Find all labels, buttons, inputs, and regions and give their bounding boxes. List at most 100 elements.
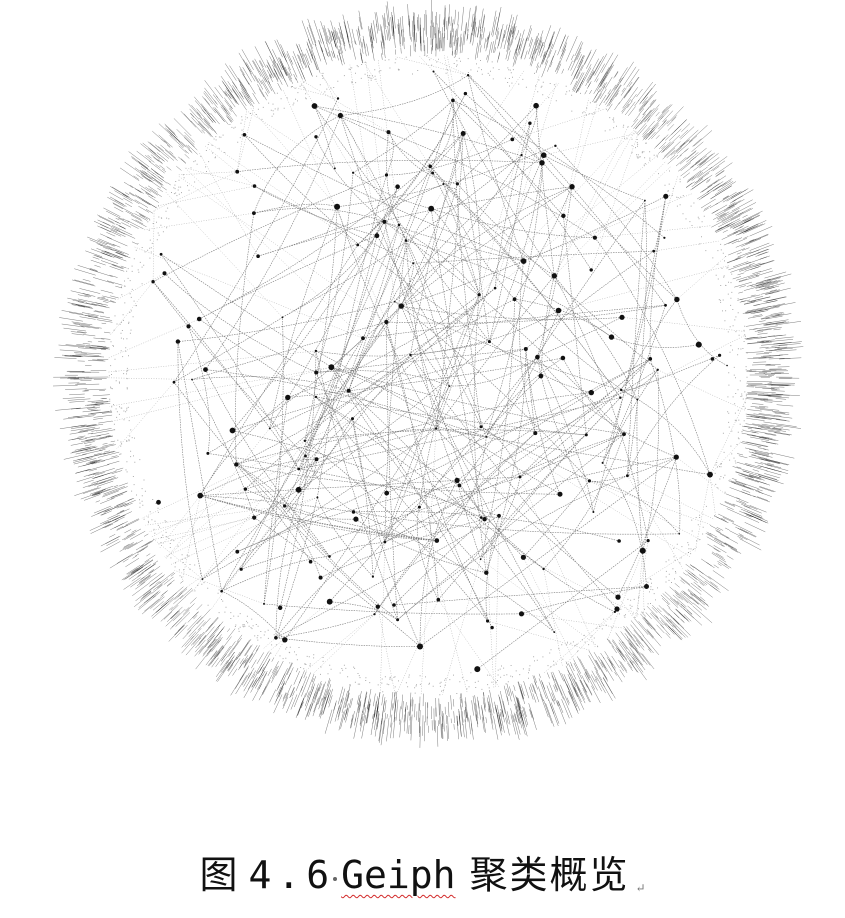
figure-term: Geiph [341, 853, 456, 897]
graph-node [172, 380, 176, 384]
graph-node [156, 499, 161, 505]
graph-node [417, 643, 423, 650]
graph-node [644, 584, 649, 589]
graph-node [374, 233, 380, 239]
graph-node [356, 243, 360, 247]
graph-node [486, 619, 490, 623]
graph-node [352, 171, 355, 174]
graph-node [318, 575, 323, 580]
graph-node [268, 427, 271, 430]
graph-node [479, 558, 482, 561]
graph-node [337, 112, 343, 119]
graph-node [371, 575, 374, 578]
graph-node [151, 280, 155, 284]
graph-node [396, 618, 400, 622]
graph-node [239, 567, 243, 571]
graph-nodes [151, 70, 728, 673]
graph-node [592, 235, 598, 240]
graph-node [718, 353, 722, 357]
graph-node [196, 316, 202, 322]
graph-node [285, 394, 291, 401]
graph-node [351, 417, 354, 421]
graph-node [678, 533, 681, 535]
graph-node [533, 102, 539, 109]
graph-node [614, 606, 620, 612]
graph-node [432, 70, 435, 73]
graph-node [252, 211, 256, 216]
graph-node [304, 454, 307, 458]
graph-node [314, 135, 318, 139]
graph-node [523, 347, 528, 351]
graph-node [428, 205, 435, 212]
graph-node [520, 554, 527, 560]
graph-node [493, 286, 497, 290]
cluster-graph-figure [52, 0, 804, 748]
graph-node [463, 91, 468, 96]
graph-node [569, 184, 575, 190]
graph-node [351, 510, 356, 514]
graph-node [479, 425, 483, 429]
graph-node [361, 336, 365, 341]
graph-node [540, 152, 547, 158]
graph-node [646, 539, 650, 543]
graph-node [428, 164, 433, 169]
graph-node [535, 354, 540, 360]
graph-node [404, 239, 408, 242]
graph-node [510, 137, 515, 142]
graph-node [383, 540, 387, 544]
graph-node [528, 121, 532, 125]
graph-node [328, 364, 335, 371]
graph-node [333, 167, 336, 170]
graph-node [434, 427, 438, 430]
graph-node [587, 479, 592, 483]
graph-node [392, 603, 396, 607]
graph-node [656, 368, 659, 371]
graph-node [487, 340, 491, 344]
graph-node [206, 451, 210, 455]
graph-node [252, 184, 257, 188]
graph-node [201, 578, 204, 580]
graph-node [186, 324, 191, 329]
graph-node [557, 491, 563, 497]
graph-node [485, 436, 488, 438]
graph-node [533, 431, 538, 436]
graph-node [520, 153, 523, 157]
graph-node [560, 355, 566, 361]
graph-node [353, 516, 359, 522]
rim-strokes [52, 0, 804, 748]
graph-node [295, 486, 302, 493]
graph-node [673, 454, 679, 460]
graph-node [620, 388, 623, 392]
graph-node [281, 316, 284, 319]
graph-node [384, 173, 389, 177]
graph-node [242, 133, 247, 137]
graph-node [466, 74, 470, 77]
graph-node [373, 613, 376, 616]
graph-node [235, 169, 240, 174]
graph-node [474, 666, 481, 673]
graph-node [303, 439, 306, 442]
graph-edges [107, 54, 748, 695]
graph-node [243, 487, 248, 491]
graph-node [235, 549, 240, 554]
graph-node [434, 538, 440, 543]
graph-node [297, 467, 301, 471]
figure-title: 聚类概览 [469, 853, 630, 897]
graph-node [584, 433, 588, 437]
graph-node [639, 547, 646, 554]
space-mark-icon [333, 876, 338, 881]
graph-node [664, 303, 667, 307]
graph-node [162, 271, 167, 276]
graph-node [398, 303, 404, 309]
graph-node [314, 457, 319, 462]
graph-node [615, 594, 621, 600]
graph-node [431, 171, 435, 175]
network-graph [52, 0, 804, 748]
graph-node [477, 293, 481, 297]
graph-node [551, 273, 557, 279]
graph-node [617, 539, 621, 543]
edge-lines [152, 71, 728, 670]
graph-node [554, 144, 557, 147]
graph-node [229, 427, 236, 434]
graph-node [710, 357, 715, 361]
